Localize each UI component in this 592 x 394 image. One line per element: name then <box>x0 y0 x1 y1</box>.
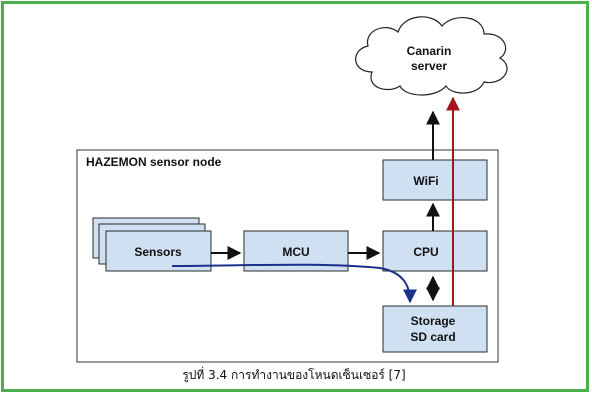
sensor-node-title: HAZEMON sensor node <box>86 155 222 169</box>
cpu-box: CPU <box>382 230 488 272</box>
storage-label-line1: Storage <box>411 314 456 328</box>
cloud-label-line1: Canarin <box>407 44 452 58</box>
blue-data-path <box>171 263 417 304</box>
cloud-label-line2: server <box>411 59 447 73</box>
canarin-server-cloud: Canarin server <box>355 16 508 96</box>
storage-label-line2: SD card <box>410 330 455 344</box>
sensors-label: Sensors <box>134 245 182 259</box>
wifi-label: WiFi <box>413 174 438 188</box>
storage-box: Storage SD card <box>382 305 488 353</box>
figure-caption: รูปที่ 3.4 การทำงานของโหนดเซ็นเซอร์ [7] <box>182 368 406 382</box>
sensors-box: Sensors <box>92 217 212 272</box>
mcu-label: MCU <box>282 245 309 259</box>
cpu-label: CPU <box>413 245 438 259</box>
wifi-box: WiFi <box>382 159 488 201</box>
